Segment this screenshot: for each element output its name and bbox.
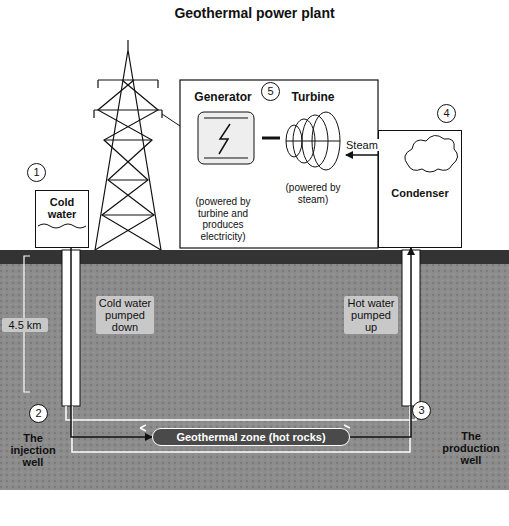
flow-arrow: [71, 248, 152, 437]
edge-label: Steam: [345, 139, 379, 151]
flow-arrow: [346, 154, 378, 156]
cold-water-tank: Cold water: [35, 190, 89, 248]
node-heading: Turbine: [280, 90, 346, 104]
node-note: (powered by steam): [280, 182, 346, 205]
flow-lines: [66, 406, 416, 452]
node-note: (powered by turbine and produces electri…: [184, 196, 262, 242]
power-house: [180, 80, 378, 248]
pylon: [94, 40, 162, 250]
node-heading: Cold water: [36, 191, 88, 220]
generator-unit: Generator (powered by turbine and produce…: [184, 90, 262, 248]
drive-shaft: [262, 137, 280, 140]
geothermal-zone: Geothermal zone (hot rocks): [152, 428, 350, 446]
annotation: The production well: [436, 430, 506, 466]
ground: [0, 250, 509, 490]
generator-symbol: [198, 112, 254, 164]
annotation: Hot water pumped up: [344, 296, 398, 334]
water-surface: [38, 224, 86, 228]
node-heading: Generator: [184, 90, 262, 104]
flow-arrow: [350, 248, 411, 437]
callout-number: 4: [437, 104, 456, 123]
callout-number: 2: [29, 404, 48, 423]
annotation: 4.5 km: [2, 318, 48, 332]
annotation: Cold water pumped down: [96, 296, 154, 334]
callout-number: 1: [27, 163, 46, 182]
callout-number: 3: [412, 401, 431, 420]
turbine-symbol: [286, 112, 340, 170]
turbine-unit: Turbine (powered by steam): [280, 90, 346, 248]
diagram-title: Geothermal power plant: [0, 6, 509, 21]
callout-number: 5: [261, 82, 280, 101]
node-heading: Geothermal zone (hot rocks): [153, 429, 349, 445]
condenser-box: Condenser: [378, 130, 462, 248]
steam-cloud: [405, 135, 458, 172]
annotation: The injection well: [2, 432, 64, 468]
node-heading: Condenser: [379, 131, 461, 199]
